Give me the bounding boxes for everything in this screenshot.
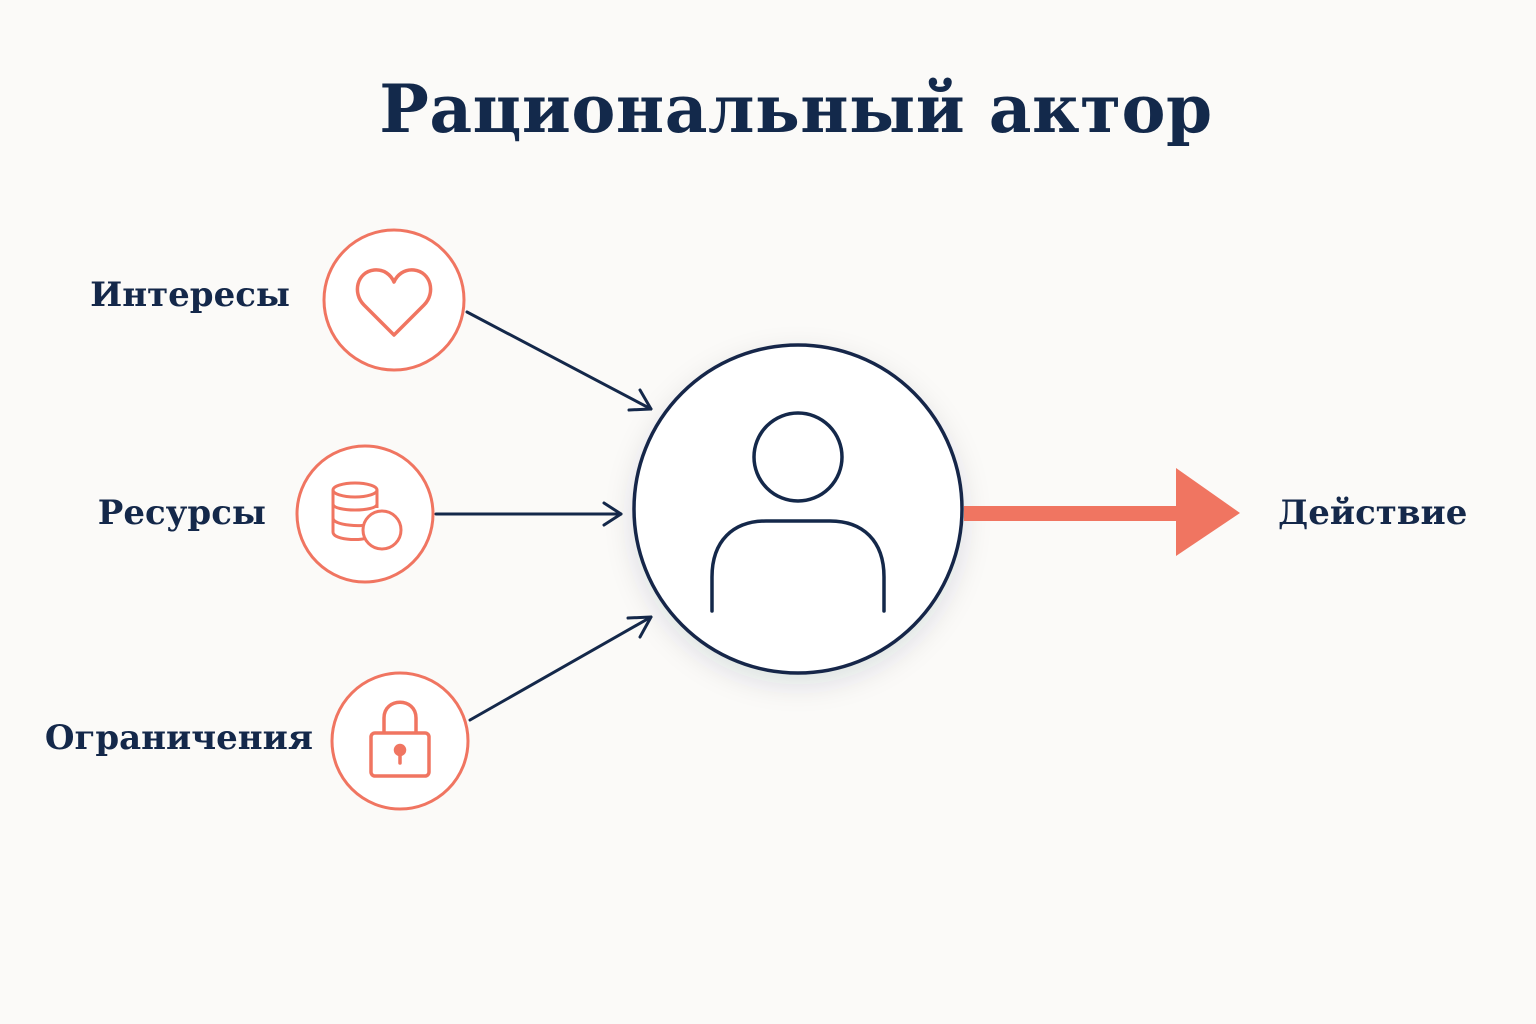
resources-label: Ресурсы	[97, 493, 266, 533]
interests-arrow	[465, 310, 653, 412]
constraints-arrow	[468, 615, 653, 722]
interests-label: Интересы	[90, 275, 290, 315]
coins-icon	[331, 481, 403, 551]
action-label: Действие	[1278, 493, 1468, 533]
input-arrows	[434, 310, 653, 722]
constraints-node	[330, 671, 470, 811]
person-icon	[710, 411, 886, 613]
resources-arrow	[434, 501, 623, 527]
resources-node	[295, 444, 435, 584]
padlock-icon	[369, 700, 431, 778]
arrow-right-icon	[964, 468, 1240, 556]
constraints-label: Ограничения	[44, 718, 313, 758]
diagram-title: Рациональный актор	[379, 70, 1213, 148]
actor-node	[632, 343, 964, 675]
heart-icon	[355, 268, 433, 337]
interests-node	[322, 228, 466, 372]
